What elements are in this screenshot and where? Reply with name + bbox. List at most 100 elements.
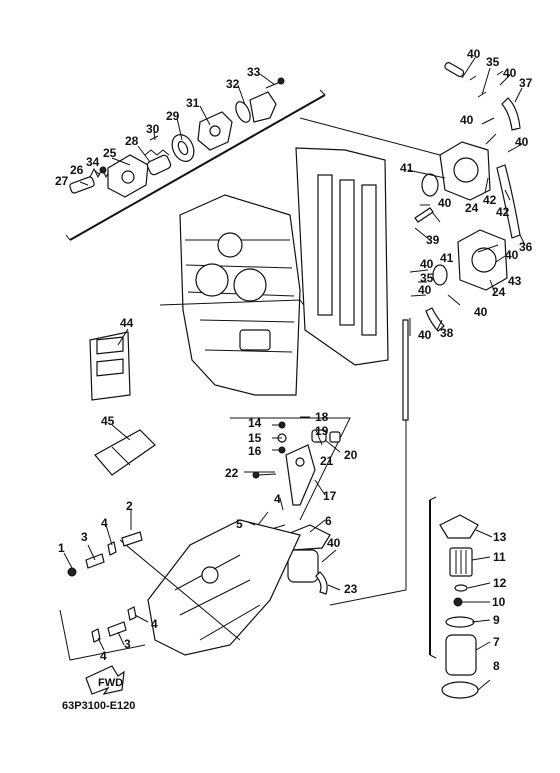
part-pin [69, 176, 95, 194]
group-frame-line [69, 94, 326, 241]
hose-routing-upper [119, 539, 241, 641]
filter-bracket-group [230, 417, 351, 521]
intake-manifold [295, 117, 441, 366]
callout-31: 31 [186, 96, 200, 110]
filter-pad-band [111, 446, 131, 466]
part-12-ring [454, 584, 468, 592]
leader [63, 510, 149, 651]
callout-28: 28 [125, 134, 139, 148]
part-spring [89, 167, 111, 179]
joint-3b [107, 621, 127, 637]
callout-40h: 40 [420, 257, 434, 271]
callout-7: 7 [493, 635, 500, 649]
callout-40b: 40 [503, 66, 517, 80]
leader [111, 328, 341, 591]
callout-21: 21 [320, 454, 334, 468]
callout-40j: 40 [474, 305, 488, 319]
group-frame-edge [65, 234, 71, 241]
pump-lower-face [471, 247, 497, 273]
engine-port [239, 329, 271, 351]
callout-40i: 40 [418, 283, 432, 297]
joint-parts-lower-left [67, 531, 143, 643]
callout-19: 19 [315, 424, 329, 438]
bolt-22 [257, 473, 277, 476]
part-plunger [146, 154, 172, 176]
callout-44: 44 [120, 316, 134, 330]
engine-cylinder [233, 268, 267, 302]
callout-38: 38 [440, 326, 454, 340]
filter-group-frame-top [429, 496, 437, 501]
callout-3a: 3 [81, 530, 88, 544]
lower-bracket [59, 519, 301, 661]
part-screw-head-33 [277, 77, 285, 85]
callout-11: 11 [493, 550, 506, 564]
callout-13: 13 [493, 530, 507, 544]
callout-14: 14 [248, 416, 262, 430]
callout-36: 36 [519, 240, 533, 254]
callout-40g: 40 [505, 248, 519, 262]
screw-1 [67, 567, 77, 577]
callout-25: 25 [103, 146, 117, 160]
part-8-nut [441, 681, 479, 699]
callout-40e: 40 [515, 135, 529, 149]
group-frame-edge [319, 89, 326, 96]
part-coil-spring [144, 149, 170, 156]
callout-32: 32 [226, 77, 240, 91]
bracket-hole [295, 457, 305, 467]
callout-1: 1 [58, 541, 65, 555]
clip-4a [107, 541, 117, 556]
bolt-22-head [252, 471, 260, 479]
callout-26: 26 [70, 163, 84, 177]
part-pin-30 [149, 135, 159, 141]
callout-41b: 41 [440, 251, 454, 265]
fuel-line-tube [402, 319, 409, 421]
part-gasket-41b [432, 264, 448, 286]
engine-cylinder [195, 263, 229, 297]
callout-30: 30 [146, 122, 160, 136]
callout-35a: 35 [486, 55, 500, 69]
callout-34: 34 [86, 155, 100, 169]
fuel-pump-exploded-group [65, 77, 326, 241]
leader [462, 529, 493, 691]
callout-8: 8 [493, 659, 500, 673]
callout-40d: 40 [460, 113, 474, 127]
joint-3 [85, 553, 105, 569]
manifold-arrow [299, 117, 441, 156]
joint-2 [121, 531, 143, 547]
bracket-17 [285, 444, 316, 506]
filter-bowl [287, 549, 319, 583]
hose-37 [501, 97, 521, 131]
part-pump-cover-hole [209, 125, 221, 137]
fwd-arrow-shape [85, 665, 125, 695]
part-diaphragm-inner [177, 140, 189, 156]
callout-15: 15 [248, 431, 262, 445]
grommet-21 [311, 429, 327, 443]
leader [79, 73, 276, 186]
callout-42a: 42 [483, 193, 497, 207]
hose-36 [496, 164, 521, 239]
callout-37: 37 [519, 76, 533, 90]
filter-exploded-group [429, 496, 479, 699]
fuel-filter-6 [257, 511, 331, 595]
manifold-runner [361, 184, 377, 336]
bracket-reference-line [230, 417, 351, 521]
callout-41a: 41 [400, 161, 414, 175]
engine-cylinder [217, 232, 243, 258]
callout-45: 45 [101, 414, 115, 428]
pump-upper-face [453, 157, 479, 183]
callout-23: 23 [344, 582, 358, 596]
lower-bracket-outline [147, 519, 301, 656]
callout-3b: 3 [124, 637, 131, 651]
part-gasket [235, 101, 251, 123]
callout-9: 9 [493, 613, 500, 627]
callout-10: 10 [492, 595, 506, 609]
callout-5: 5 [236, 517, 243, 531]
callout-40f: 40 [438, 196, 452, 210]
fuel-pump-upper [421, 62, 521, 239]
hose-39 [414, 207, 434, 223]
lower-bracket-boss [201, 566, 219, 584]
part-gasket-41a [421, 173, 439, 197]
callout-20: 20 [344, 448, 358, 462]
